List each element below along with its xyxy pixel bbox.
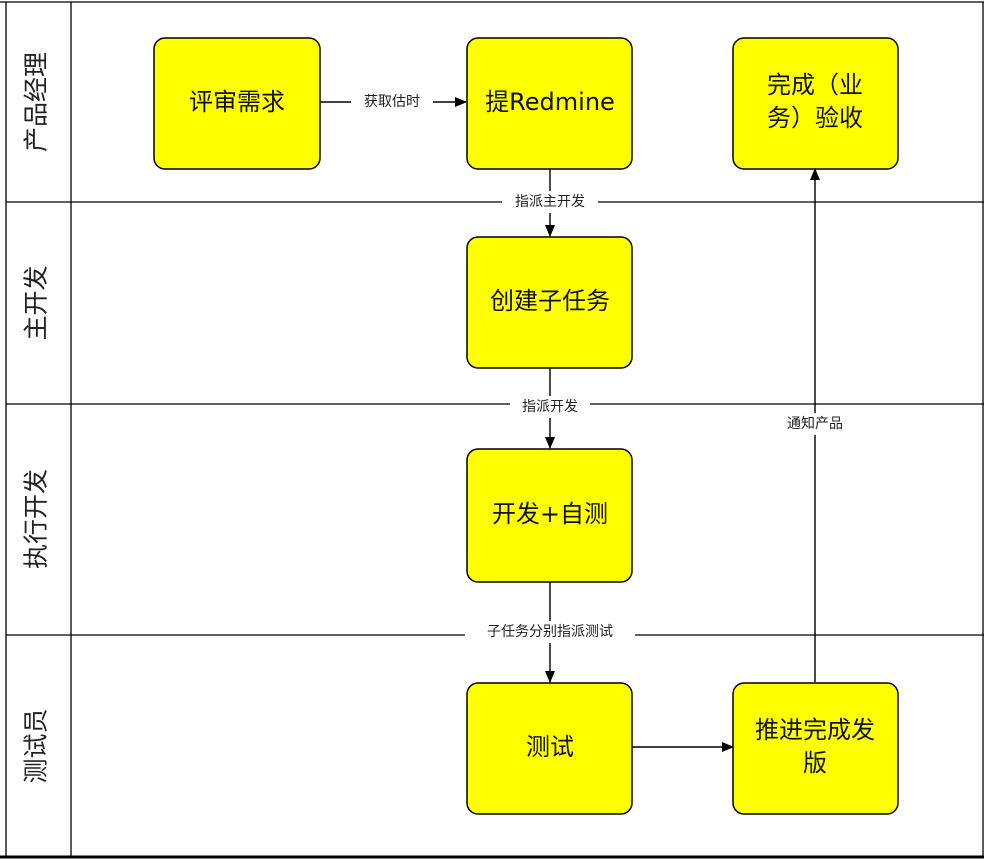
node-label-test: 测试	[526, 733, 574, 761]
edge-develop-to-test: 子任务分别指派测试	[465, 582, 635, 683]
edge-label-assign-test: 子任务分别指派测试	[487, 624, 613, 640]
node-create-subtasks: 创建子任务	[466, 236, 633, 369]
node-label-accept-line1: 完成（业	[767, 71, 863, 99]
node-label-review: 评审需求	[189, 88, 285, 116]
lane-label-pm: 产品经理	[22, 52, 51, 152]
edge-subtask-to-develop: 指派开发	[510, 368, 590, 449]
node-develop-selftest: 开发+自测	[466, 448, 633, 583]
node-label-redmine: 提Redmine	[485, 88, 615, 116]
edge-redmine-to-subtask: 指派主开发	[502, 169, 598, 237]
lane-label-qa: 测试员	[22, 708, 51, 783]
lane-label-lead: 主开发	[22, 265, 51, 340]
node-label-release-line2: 版	[803, 749, 827, 777]
edge-label-assign-dev: 指派开发	[522, 399, 578, 415]
node-business-acceptance: 完成（业 务）验收	[732, 37, 899, 170]
node-push-release: 推进完成发 版	[732, 682, 899, 815]
edge-label-estimate: 获取估时	[364, 94, 420, 110]
node-label-develop: 开发+自测	[492, 500, 608, 528]
node-label-accept-line2: 务）验收	[767, 104, 863, 132]
node-label-subtask: 创建子任务	[490, 287, 610, 315]
node-submit-redmine: 提Redmine	[466, 37, 633, 170]
edge-review-to-redmine: 获取估时	[320, 91, 467, 113]
node-testing: 测试	[466, 682, 633, 815]
edge-label-assign-lead: 指派主开发	[515, 194, 585, 210]
lane-label-dev: 执行开发	[22, 469, 51, 569]
edge-label-notify-product: 通知产品	[787, 415, 843, 432]
edge-release-to-accept: 通知产品	[773, 168, 857, 682]
node-label-release-line1: 推进完成发	[755, 716, 875, 744]
node-review-requirements: 评审需求	[153, 37, 321, 170]
